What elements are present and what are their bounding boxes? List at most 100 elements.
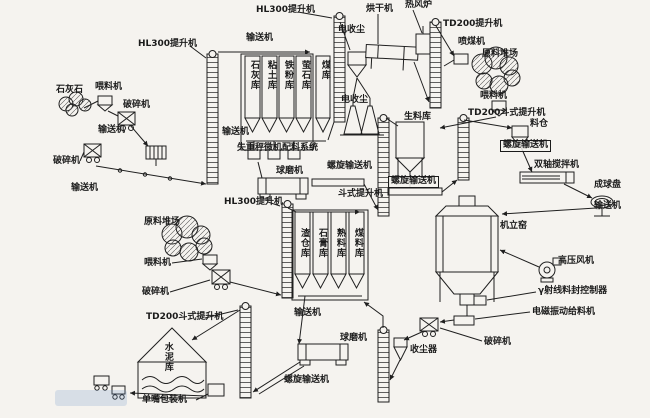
cement-silo-house — [136, 327, 208, 399]
equipment-label: TD200斗式提升机 — [146, 312, 224, 322]
esp-towers — [340, 98, 384, 136]
equipment-label: 热风炉 — [405, 0, 433, 10]
silo-limestone — [244, 55, 261, 134]
equipment-label: 斗式提升机 — [338, 189, 384, 199]
equipment-label: 螺旋输送机 — [388, 176, 440, 188]
elevator-td200-top — [429, 18, 442, 109]
silo-clay — [261, 55, 278, 134]
equipment-label: 水泥库 — [162, 342, 173, 372]
limestone-pile — [58, 91, 92, 117]
equipment-label: 喂料机 — [480, 91, 508, 101]
screw-conveyor-1 — [311, 178, 365, 187]
pelletizing-disc — [590, 195, 614, 217]
equipment-label: 输送机 — [294, 308, 322, 318]
equipment-label: 高压风机 — [558, 256, 595, 266]
equipment-label: 喷煤机 — [458, 37, 486, 47]
collect-conveyor — [246, 140, 326, 150]
crusher-3 — [169, 269, 231, 293]
equipment-label: 石灰石 — [56, 85, 84, 95]
equipment-label: 电收尘 — [341, 95, 369, 105]
equipment-label: 生料库 — [404, 112, 432, 122]
packing-machine — [129, 383, 225, 401]
equipment-label: 输送机 — [222, 127, 250, 137]
ball-mill-cement — [297, 343, 349, 366]
equipment-label: 喂料机 — [144, 258, 172, 268]
equipment-label: 输送机 — [71, 183, 99, 193]
equipment-label: 双轴搅拌机 — [534, 160, 580, 170]
equipment-label: 球磨机 — [276, 166, 304, 176]
equipment-label: HL300提升机 — [224, 197, 284, 207]
equipment-label: 破碎机 — [53, 156, 81, 166]
equipment-label: 原料堆场 — [144, 217, 181, 227]
equipment-label: γ射线料封控制器 — [538, 286, 608, 296]
equipment-label: 铁粉库 — [282, 60, 293, 90]
feeder-right — [490, 100, 508, 117]
stockpile-right — [471, 46, 521, 95]
silo-fluorite — [295, 55, 312, 134]
equipment-label: 成球盘 — [594, 180, 622, 190]
equipment-label: TD200提升机 — [443, 19, 503, 29]
equipment-label: 喂料机 — [95, 82, 123, 92]
kiln-feed-conveyor — [501, 207, 597, 217]
equipment-label: 石灰库 — [248, 60, 259, 90]
equipment-label: 输送机 — [98, 125, 126, 135]
dust-collector-top — [339, 21, 371, 99]
double-shaft-mixer — [519, 171, 575, 184]
bag-carts — [93, 375, 126, 400]
equipment-label: HL300提升机 — [256, 5, 316, 15]
coal-injector — [435, 25, 469, 67]
screw-conveyor-3 — [252, 361, 305, 395]
equipment-label: 原料堆场 — [482, 49, 519, 59]
equipment-label: 电磁振动给料机 — [532, 307, 596, 317]
bucket-elevator-raw — [377, 114, 390, 217]
elevator-hl300-top — [297, 11, 346, 141]
gamma-seal-controller — [473, 291, 537, 306]
equipment-label: 煤库 — [319, 60, 330, 80]
equipment-label: 渣仓库 — [298, 228, 309, 258]
silo-ironpowder — [278, 55, 295, 134]
equipment-label: 烘干机 — [366, 4, 394, 14]
equipment-label: HL300提升机 — [138, 39, 198, 49]
equipment-label: 螺旋输送机 — [284, 375, 330, 385]
elevator-hl300-left — [189, 45, 219, 185]
equipment-label: 机立窑 — [500, 221, 528, 231]
equipment-label: 料仓 — [530, 119, 549, 129]
equipment-label: 输送机 — [594, 201, 622, 211]
equipment-label: 熟料库 — [334, 228, 345, 258]
equipment-label: 收尘器 — [410, 345, 438, 355]
elevator-hl300-mid — [267, 200, 360, 299]
feeder-1 — [83, 95, 114, 112]
equipment-label: 石膏库 — [316, 228, 327, 258]
cyclone-dust-collector — [389, 337, 408, 381]
elevator-bottom-right — [363, 301, 390, 403]
elevator-td200-bottom — [204, 302, 252, 399]
vertical-kiln — [434, 195, 500, 306]
ball-mill-raw — [257, 177, 309, 200]
equipment-label: 球磨机 — [340, 333, 368, 343]
feeder-3 — [171, 254, 219, 271]
equipment-label: 失重秤微机配料系统 — [237, 143, 319, 153]
equipment-label: 破碎机 — [123, 100, 151, 110]
equipment-label: 电收尘 — [338, 25, 366, 35]
equipment-label: 螺旋输送机 — [500, 140, 552, 152]
equipment-label: 螺旋输送机 — [327, 161, 373, 171]
high-pressure-fan — [499, 249, 562, 283]
equipment-label: 萤石库 — [299, 60, 310, 90]
equipment-label: TD200斗式提升机 — [468, 108, 546, 118]
conveyor-line — [129, 124, 149, 147]
equipment-label: 煤料库 — [352, 228, 363, 258]
crusher-2 — [79, 143, 102, 163]
equipment-label: 单嘴包装机 — [142, 395, 188, 405]
watermark — [55, 390, 127, 406]
crusher-1 — [107, 110, 136, 131]
stockpile-left — [161, 215, 213, 262]
equipment-label: 破碎机 — [142, 287, 170, 297]
grizzly-hopper — [145, 145, 167, 166]
crusher-clinker — [419, 317, 483, 342]
incline-conveyor — [95, 165, 207, 186]
equipment-label: 输送机 — [246, 33, 274, 43]
weigh-feeders — [247, 149, 301, 179]
